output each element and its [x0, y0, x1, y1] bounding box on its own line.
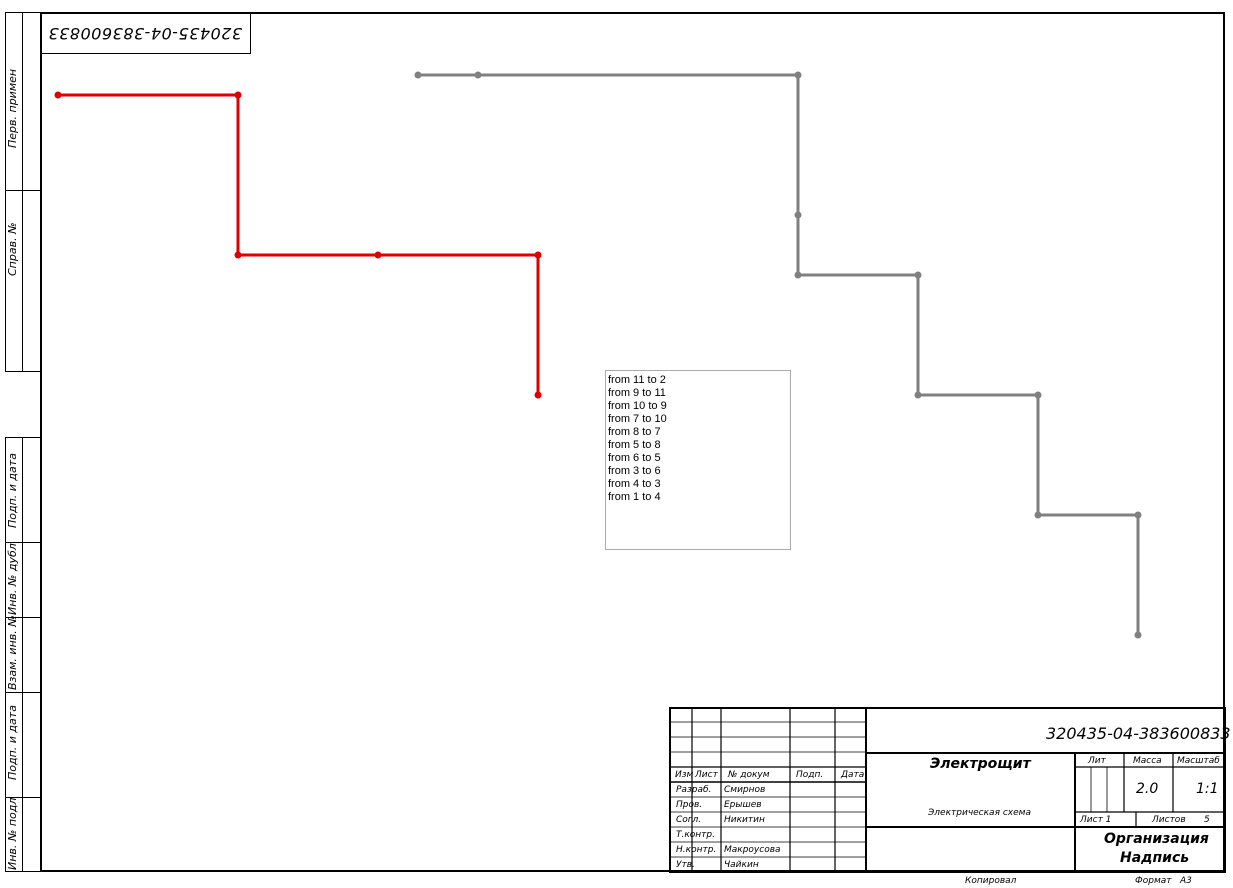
legend-item: from 8 to 7	[608, 426, 661, 438]
red-wire-node	[234, 251, 242, 259]
tb-col-data: Дата	[841, 770, 865, 780]
tb-doc-type: Электрическая схема	[928, 808, 1031, 818]
legend-item: from 9 to 11	[608, 387, 666, 399]
side-divider-2	[5, 617, 42, 618]
red-wire-path	[54, 91, 542, 399]
tb-kopiroval: Копировал	[965, 876, 1017, 886]
legend-item: from 3 to 6	[608, 465, 661, 477]
tb-masshtab: Масштаб	[1177, 756, 1220, 766]
legend-item: from 4 to 3	[608, 478, 661, 490]
tb-org-line2: Надпись	[1120, 850, 1190, 866]
tb-role-tkontr: Т.контр.	[676, 830, 716, 840]
side-strip-top-divider	[5, 190, 42, 191]
side-strip-top	[5, 12, 42, 372]
legend-item: from 6 to 5	[608, 452, 661, 464]
tb-name-utv: Чайкин	[724, 860, 759, 870]
tb-col-podp: Подп.	[796, 770, 824, 780]
red-wire-node	[234, 91, 242, 99]
tb-role-razrab: Разраб.	[676, 785, 712, 795]
grey-wire-node	[1034, 391, 1042, 399]
tb-format: Формат	[1135, 876, 1172, 886]
grey-wire-node	[794, 211, 802, 219]
legend-item: from 10 to 9	[608, 400, 667, 412]
tb-name-prov: Ерышев	[724, 800, 762, 810]
red-wire-node	[374, 251, 382, 259]
grey-wire-node	[1134, 631, 1142, 639]
tb-role-nkontr: Н.контр.	[676, 845, 717, 855]
tb-role-prov: Пров.	[676, 800, 703, 810]
tb-massa: Масса	[1133, 756, 1162, 766]
tb-name-nkontr: Макроусова	[724, 845, 781, 855]
designation-stamp: 320435-04-383600833	[41, 13, 251, 54]
tb-col-list: Лист	[695, 770, 718, 780]
grey-wire-node	[414, 71, 422, 79]
tb-role-utv: Утв.	[676, 860, 695, 870]
tb-sheets-value: 5	[1204, 815, 1210, 825]
red-wire-node	[534, 391, 542, 399]
red-wire-line	[58, 93, 540, 395]
tb-massa-value: 2.0	[1136, 781, 1159, 797]
tb-format-value: А3	[1180, 876, 1192, 886]
side-strip-bottom-inner	[22, 437, 23, 872]
grey-wire-node	[474, 71, 482, 79]
side-divider-4	[5, 797, 42, 798]
legend-item: from 7 to 10	[608, 413, 667, 425]
grey-wire-node	[794, 271, 802, 279]
grey-wire-node	[1134, 511, 1142, 519]
legend-item: from 11 to 2	[608, 374, 666, 386]
tb-name-sogl: Никитин	[724, 815, 765, 825]
grey-wire-path	[414, 71, 1142, 639]
side-strip-bottom	[5, 437, 42, 872]
grey-wire-node	[914, 271, 922, 279]
legend-item: from 1 to 4	[608, 491, 661, 503]
legend-item: from 5 to 8	[608, 439, 661, 451]
tb-name-razrab: Смирнов	[724, 785, 766, 795]
tb-role-sogl: Согл.	[676, 815, 702, 825]
connections-legend: from 11 to 2 from 9 to 11 from 10 to 9 f…	[605, 370, 791, 550]
grey-wire-node	[794, 71, 802, 79]
tb-product-name: Электрощит	[930, 756, 1031, 772]
tb-doc-number: 320435-04-383600833	[1046, 724, 1231, 743]
grey-wire-node	[1034, 511, 1042, 519]
tb-lit: Лит	[1088, 756, 1106, 766]
side-divider-3	[5, 692, 42, 693]
tb-masshtab-value: 1:1	[1196, 781, 1219, 797]
red-wire-node	[534, 251, 542, 259]
side-divider-1	[5, 542, 42, 543]
grey-wire-node	[914, 391, 922, 399]
tb-col-izm: Изм	[675, 770, 694, 780]
tb-org-line1: Организация	[1104, 831, 1209, 847]
tb-sheets-label: Листов	[1152, 815, 1186, 825]
side-strip-inner-line	[22, 12, 23, 372]
tb-sheet-label: Лист 1	[1080, 815, 1112, 825]
red-wire-node	[54, 91, 62, 99]
tb-col-doc: № докум	[728, 770, 770, 780]
